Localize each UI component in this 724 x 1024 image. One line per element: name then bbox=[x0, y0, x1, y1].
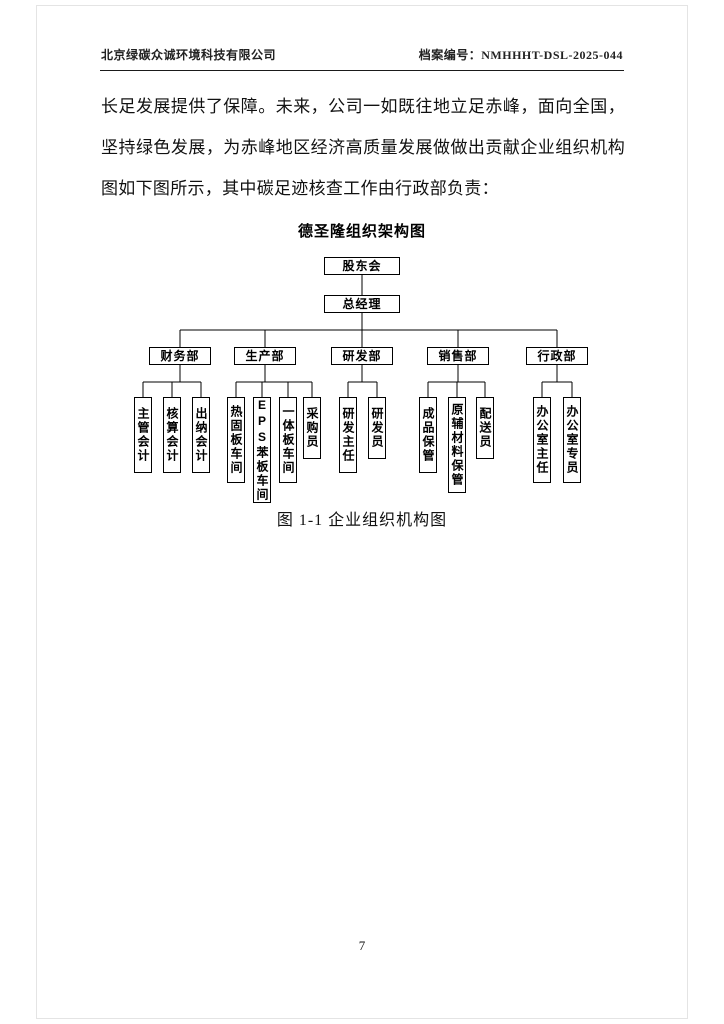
org-box-position: 研发员 bbox=[368, 397, 386, 459]
org-box-position: 出纳会计 bbox=[192, 397, 210, 473]
org-box-position: 主管会计 bbox=[134, 397, 152, 473]
org-box-department-sales: 销售部 bbox=[427, 347, 489, 365]
org-box-position: 核算会计 bbox=[163, 397, 181, 473]
org-box-position: 办公室主任 bbox=[533, 397, 551, 483]
org-chart: 德圣隆组织架构图 bbox=[0, 218, 724, 510]
org-chart-title: 德圣隆组织架构图 bbox=[297, 223, 426, 240]
org-box-position: 成品保管 bbox=[419, 397, 437, 473]
org-chart-connectors bbox=[142, 274, 573, 397]
header-rule bbox=[100, 70, 624, 71]
org-box-position: 研发主任 bbox=[339, 397, 357, 473]
org-box-department-rnd: 研发部 bbox=[331, 347, 393, 365]
org-box-position: 配送员 bbox=[476, 397, 494, 459]
company-name: 北京绿碳众诚环境科技有限公司 bbox=[101, 48, 277, 62]
page-number: 7 bbox=[358, 938, 366, 953]
archive-number: 档案编号：NMHHHT-DSL-2025-044 bbox=[419, 46, 623, 63]
org-box-department-production: 生产部 bbox=[234, 347, 296, 365]
org-box-department-admin: 行政部 bbox=[526, 347, 588, 365]
org-box-position: 热固板车间 bbox=[227, 397, 245, 483]
org-box-general-manager: 总经理 bbox=[324, 295, 400, 313]
body-paragraph: 长足发展提供了保障。未来，公司一如既往地立足赤峰，面向全国，坚持绿色发展，为赤峰… bbox=[101, 97, 625, 198]
archive-number-value: NMHHHT-DSL-2025-044 bbox=[481, 48, 623, 62]
figure-caption: 图 1-1 企业组织机构图 bbox=[276, 512, 448, 529]
org-box-position: 办公室专员 bbox=[563, 397, 581, 483]
org-box-position: 采购员 bbox=[303, 397, 321, 459]
archive-number-label: 档案编号： bbox=[418, 48, 482, 62]
org-box-department-finance: 财务部 bbox=[149, 347, 211, 365]
org-box-shareholders: 股东会 bbox=[324, 257, 400, 275]
org-box-position: 一体板车间 bbox=[279, 397, 297, 483]
org-box-position: EPS苯板车间 bbox=[253, 397, 271, 503]
document-header: 北京绿碳众诚环境科技有限公司 档案编号：NMHHHT-DSL-2025-044 bbox=[101, 46, 623, 63]
org-box-position: 原辅材料保管 bbox=[448, 397, 466, 493]
